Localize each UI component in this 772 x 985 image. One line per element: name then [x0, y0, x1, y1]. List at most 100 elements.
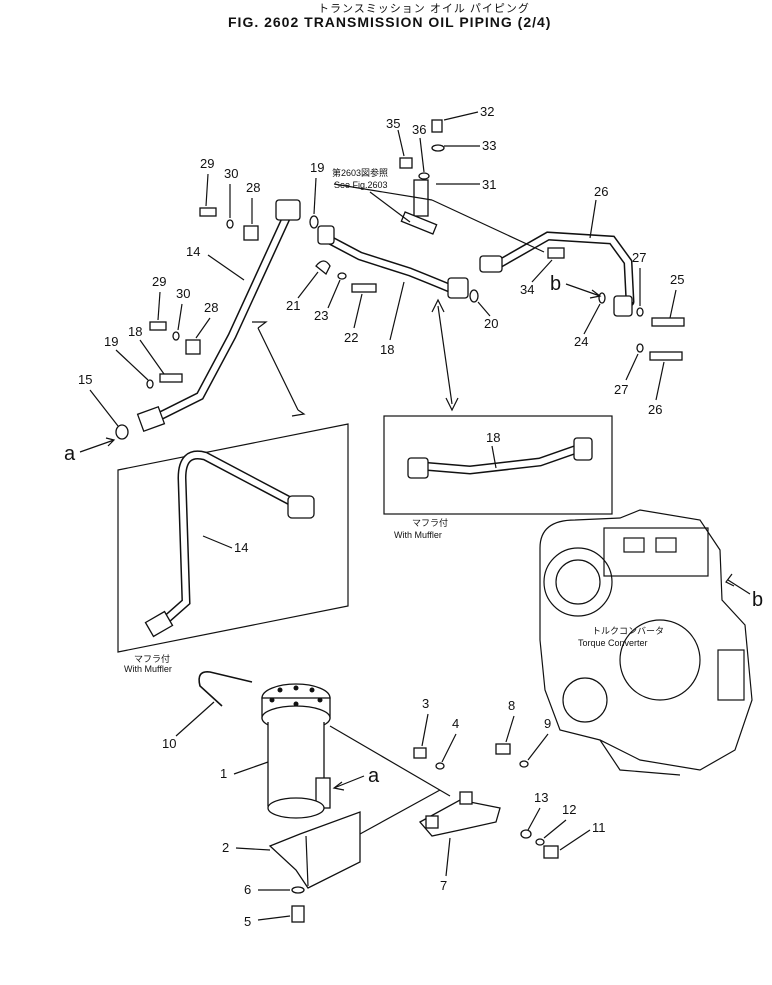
washer-27b: [636, 343, 644, 353]
nut-35: [399, 157, 413, 169]
o-ring-19b: [469, 289, 479, 303]
washer-30b: [172, 331, 180, 341]
washer-4: [435, 762, 445, 770]
muffler-label-jp-1: マフラ付: [134, 654, 170, 664]
callout-33: 33: [482, 138, 496, 153]
callout-13: 13: [534, 790, 548, 805]
callout-24: 24: [574, 334, 588, 349]
washer-6: [291, 886, 305, 894]
callout-18: 18: [380, 342, 394, 357]
bolt-8: [495, 743, 511, 755]
o-ring-19a: [309, 215, 319, 229]
callout-20: 21: [286, 298, 300, 313]
torque-converter-en: Torque Converter: [578, 638, 648, 648]
callout-5: 5: [244, 914, 251, 929]
callout-3: 3: [422, 696, 429, 711]
callout-12: 12: [562, 802, 576, 817]
callout-2: 2: [222, 840, 229, 855]
fitting-28b: [185, 339, 201, 355]
callout-22: 23: [314, 308, 328, 323]
bolt-5: [291, 905, 305, 923]
nut-11: [543, 845, 559, 859]
callout-36: 36: [412, 122, 426, 137]
bolt-26: [649, 351, 683, 361]
callout-29b: 29: [152, 274, 166, 289]
callout-14-muffler: 14: [234, 540, 248, 555]
torque-converter-jp: トルクコンバータ: [592, 626, 664, 636]
filter-1: [261, 683, 331, 819]
callout-30b: 30: [176, 286, 190, 301]
bolt-25: [651, 317, 685, 327]
callout-21: 22: [344, 330, 358, 345]
callout-27b: 27: [614, 382, 628, 397]
torque-converter-housing: [539, 509, 753, 776]
washer-9: [519, 760, 529, 768]
pipe-14-muffler-variant: [144, 450, 315, 638]
connection-a-left: a: [64, 443, 76, 465]
figure-title-japanese: トランスミッション オイル パイピング: [318, 3, 530, 15]
callout-34: 34: [520, 282, 534, 297]
callout-28b: 28: [204, 300, 218, 315]
callout-28a: 28: [246, 180, 260, 195]
callout-23: 26: [594, 184, 608, 199]
washer-13: [520, 829, 532, 839]
see-note-jp: 第2603図参照: [332, 167, 388, 178]
callout-27a: 27: [632, 250, 646, 265]
callout-17: 19: [104, 334, 118, 349]
callout-29a: 29: [200, 156, 214, 171]
callout-19b: 20: [484, 316, 498, 331]
callout-14: 14: [186, 244, 200, 259]
clamp-20: [315, 260, 331, 276]
clamp-34: [547, 247, 565, 259]
callout-1: 1: [220, 766, 227, 781]
callout-10: 10: [162, 736, 176, 751]
washer-12: [535, 838, 545, 846]
see-note-en: See Fig.2603: [334, 180, 388, 190]
o-ring-15: [115, 424, 129, 440]
washer-22: [337, 272, 347, 280]
bolt-16: [159, 373, 183, 383]
callout-30a: 30: [224, 166, 238, 181]
bolt-32: [431, 119, 443, 133]
callout-18-muffler: 18: [486, 430, 500, 445]
washer-27a: [636, 307, 644, 317]
muffler-label-en-2: With Muffler: [394, 530, 442, 540]
figure-title: FIG. 2602 TRANSMISSION OIL PIPING (2/4): [228, 14, 552, 30]
muffler-box-pipe18: [383, 415, 613, 515]
connection-b-housing: b: [752, 589, 763, 611]
callout-25: 25: [670, 272, 684, 287]
callout-15: 15: [78, 372, 92, 387]
callout-26: 26: [648, 402, 662, 417]
pipe-18-muffler-variant: [407, 437, 593, 479]
connection-b-pipe: b: [550, 273, 561, 295]
callout-16: 18: [128, 324, 142, 339]
bolt-29a: [199, 207, 217, 217]
bolt-21: [351, 283, 377, 293]
callout-8: 8: [508, 698, 515, 713]
connection-a-filter: a: [368, 765, 380, 787]
muffler-label-jp-2: マフラ付: [412, 518, 448, 528]
washer-36: [418, 172, 430, 180]
washer-30a: [226, 219, 234, 229]
hose-10: [198, 670, 253, 707]
washer-17: [146, 379, 154, 389]
callout-6: 6: [244, 882, 251, 897]
bracket-7: [418, 791, 501, 837]
callout-32: 32: [480, 104, 494, 119]
callout-4: 4: [452, 716, 459, 731]
callout-35: 35: [386, 116, 400, 131]
pipe-14: [136, 199, 301, 433]
callout-11: 11: [592, 820, 606, 835]
pipe-23: [479, 231, 635, 317]
washer-33: [431, 144, 445, 152]
fitting-28a: [243, 225, 259, 241]
callout-7: 7: [440, 878, 447, 893]
pipe-18: [317, 225, 469, 299]
bolt-29b: [149, 321, 167, 331]
bracket-2: [268, 811, 361, 889]
callout-19a: 19: [310, 160, 324, 175]
o-ring-24: [598, 292, 606, 304]
callout-9: 9: [544, 716, 551, 731]
muffler-label-en-1: With Muffler: [124, 664, 172, 674]
